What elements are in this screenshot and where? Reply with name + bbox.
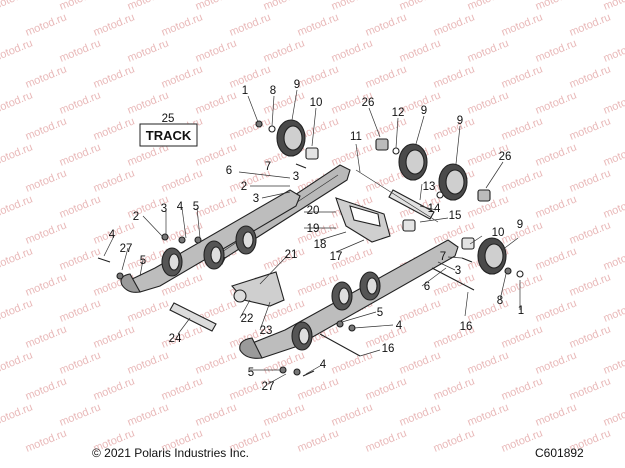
track-box — [139, 123, 198, 147]
callout-number: 3 — [455, 265, 461, 277]
callout-number: 1 — [518, 305, 524, 317]
callout-number: 8 — [497, 295, 503, 307]
callout-number: 5 — [248, 367, 254, 379]
callout-number: 11 — [350, 131, 362, 143]
callout-number: 16 — [382, 343, 395, 355]
callout-number: 19 — [307, 223, 320, 235]
callout-number: 2 — [133, 211, 139, 223]
callout-number: 2 — [241, 181, 247, 193]
callout-number: 3 — [161, 203, 167, 215]
callout-number: 9 — [457, 115, 463, 127]
callout-number: 5 — [193, 201, 199, 213]
callout-number: 7 — [440, 251, 446, 263]
copyright-notice: © 2021 Polaris Industries Inc. — [92, 446, 249, 460]
callout-number: 17 — [330, 251, 343, 263]
callout-number: 26 — [499, 151, 512, 163]
front-axle — [169, 302, 217, 332]
callout-number: 15 — [449, 210, 462, 222]
callout-number: 1 — [242, 85, 248, 97]
torque-arm-assembly — [335, 197, 391, 243]
callout-number: 14 — [428, 203, 441, 215]
callout-number: 10 — [492, 227, 505, 239]
callout-number: 7 — [265, 161, 271, 173]
callout-number: 22 — [241, 313, 254, 325]
callout-number: 16 — [460, 321, 473, 333]
callout-number: 4 — [320, 359, 327, 371]
idler-wheels — [276, 119, 507, 275]
callout-number: 6 — [424, 281, 430, 293]
callout-number: 4 — [177, 201, 184, 213]
callout-number: 10 — [310, 97, 323, 109]
callout-number: 24 — [169, 333, 182, 345]
track-label: TRACK — [146, 128, 192, 143]
bogie-wheel-set-right — [291, 271, 381, 351]
bogie-wheel-set-left — [161, 225, 257, 277]
callout-number: 21 — [285, 249, 298, 261]
callout-number: 9 — [517, 219, 523, 231]
callout-number: 13 — [423, 181, 436, 193]
callout-number: 5 — [140, 255, 146, 267]
callout-number: 23 — [260, 325, 273, 337]
spacers-bushings — [305, 138, 491, 250]
callout-number: 9 — [294, 79, 300, 91]
callout-number: 8 — [270, 85, 276, 97]
callout-number: 20 — [307, 205, 320, 217]
cross-shaft — [355, 169, 439, 223]
callout-number: 27 — [120, 243, 133, 255]
callout-number: 3 — [293, 171, 299, 183]
hardware-bolts — [97, 120, 524, 377]
callout-number: 25 — [162, 113, 175, 125]
callout-number: 4 — [396, 320, 403, 332]
callout-number: 5 — [377, 307, 383, 319]
callout-number: 27 — [262, 381, 275, 393]
front-arm-assembly — [231, 271, 285, 307]
cross-rods — [319, 267, 475, 357]
callout-number: 26 — [362, 97, 375, 109]
callout-number: 6 — [226, 165, 232, 177]
callout-number: 18 — [314, 239, 327, 251]
callout-number: 12 — [392, 107, 405, 119]
callout-number: 3 — [253, 193, 259, 205]
callout-number: 4 — [109, 229, 116, 241]
leader-lines — [103, 89, 521, 385]
drawing-code: C601892 — [535, 446, 584, 460]
callout-number: 9 — [421, 105, 427, 117]
